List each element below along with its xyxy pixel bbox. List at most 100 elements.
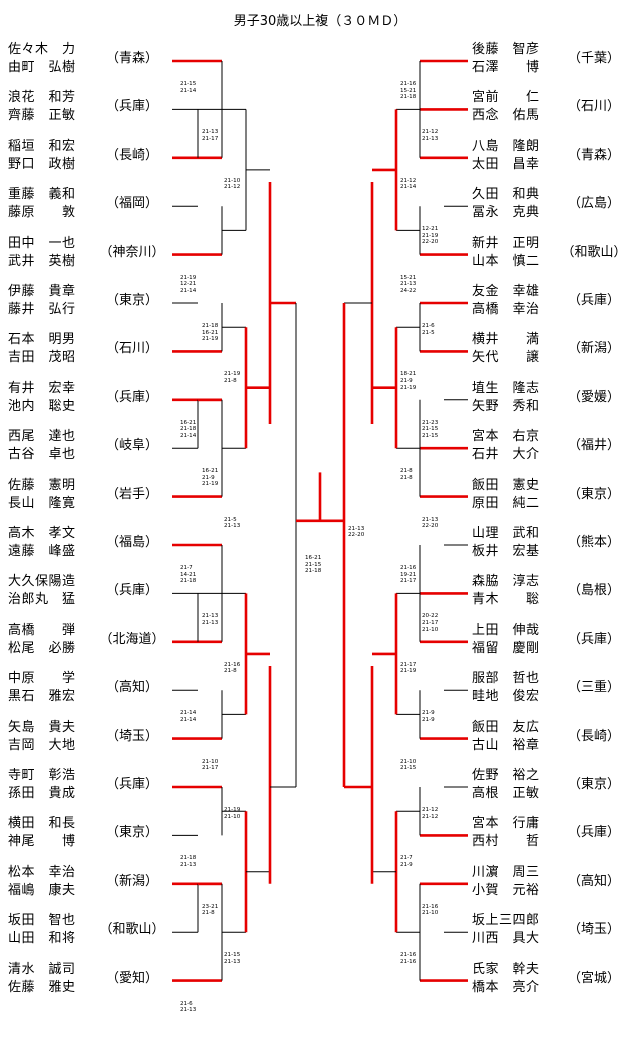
score-line: 21-14	[180, 710, 197, 717]
score-line: 21-16	[400, 952, 417, 959]
left-pair-entry: 高橋 弾松尾 必勝	[8, 622, 84, 658]
score-line: 21-14	[180, 87, 197, 94]
player-name: 高橋 幸治	[472, 302, 540, 317]
score-line: 21-19	[400, 384, 417, 391]
score-line: 21-14	[180, 432, 197, 439]
prefecture-label: （東京）	[567, 777, 620, 792]
player-name: 太田 昌幸	[472, 156, 540, 172]
player-name: 服部 哲也	[472, 671, 540, 687]
score-line: 21-9	[422, 716, 435, 723]
left-pair-entry: 浪花 和芳齊藤 正敏	[8, 89, 84, 125]
player-name: 川濵 周三	[472, 864, 540, 880]
player-name: 藤原 敦	[8, 205, 76, 221]
score-line: 21-18	[400, 94, 417, 101]
prefecture-label: （島根）	[567, 583, 620, 599]
score-line: 21-15	[422, 432, 439, 439]
left-pair-entry: 稲垣 和宏野口 政樹	[8, 138, 84, 174]
player-name: 田中 一也	[8, 235, 76, 251]
score-line: 21-14	[180, 716, 197, 723]
prefecture-label: （高知）	[567, 873, 620, 889]
player-name: 友金 幸雄	[472, 284, 540, 299]
player-name: 久田 和典	[472, 187, 540, 203]
player-name: 古谷 卓也	[8, 447, 76, 463]
player-name: 重藤 義和	[8, 187, 76, 203]
score-line: 21-13	[202, 613, 219, 620]
player-name: 石澤 博	[472, 60, 540, 75]
score-line: 21-6	[422, 323, 435, 329]
score-line: 21-8	[202, 910, 215, 917]
score-line: 22-20	[422, 239, 439, 246]
score-line: 21-19	[224, 371, 241, 378]
prefecture-label: （東京）	[105, 293, 158, 308]
right-pair-entry: 横井 満矢代 譲	[472, 331, 548, 367]
player-name: 伊藤 貴章	[8, 284, 76, 299]
score-line: 21-7	[180, 565, 193, 571]
score-line: 12-21	[180, 281, 197, 288]
right-pair-entry: 八島 隆朗太田 昌幸	[472, 138, 548, 174]
left-pair-entry: 横田 和長神尾 博	[8, 815, 84, 851]
player-name: 孫田 貴成	[8, 786, 76, 801]
score-line: 21-19	[202, 481, 219, 488]
score-line: 21-17	[202, 765, 219, 772]
right-pair-entry: 佐野 裕之高根 正敏	[472, 767, 548, 803]
score-line: 21-13	[224, 958, 241, 965]
player-name: 飯田 友広	[472, 719, 540, 735]
score-line: 15-21	[400, 87, 417, 94]
left-pair-entry: 坂田 智也山田 和将	[8, 912, 84, 948]
player-name: 吉田 茂昭	[8, 350, 76, 366]
player-name: 松本 幸治	[8, 864, 76, 880]
prefecture-label: （和歌山）	[561, 244, 627, 260]
right-pair-entry: 森脇 淳志青木 聡	[472, 573, 548, 609]
player-name: 横田 和長	[8, 816, 76, 832]
prefecture-label: （兵庫）	[105, 389, 158, 405]
player-name: 中原 学	[8, 671, 76, 687]
prefecture-label: （和歌山）	[99, 922, 165, 938]
left-pair-entry: 寺町 彰浩孫田 貴成	[8, 767, 84, 803]
prefecture-label: （福岡）	[105, 196, 158, 212]
score-line: 15-21	[400, 274, 417, 281]
prefecture-label: （宮城）	[567, 970, 620, 986]
left-pair-entry: 松本 幸治福嶋 康夫	[8, 864, 84, 900]
score-line: 21-15	[224, 952, 241, 959]
right-pair-entry: 上田 伸哉福留 慶剛	[472, 622, 548, 658]
right-pair-entry: 久田 和典冨永 克典	[472, 186, 548, 222]
prefecture-label: （兵庫）	[567, 631, 620, 647]
player-name: 長山 隆寛	[8, 495, 76, 511]
player-name: 神尾 博	[8, 834, 76, 850]
right-pair-entry: 埴生 隆志矢野 秀和	[472, 380, 548, 416]
player-name: 有井 宏幸	[8, 380, 76, 396]
right-pair-entry: 服部 哲也畦地 俊宏	[472, 670, 548, 706]
prefecture-label: （長崎）	[567, 728, 620, 744]
score-line: 21-18	[202, 323, 219, 329]
score-line: 21-13	[348, 525, 365, 532]
player-name: 佐藤 雅史	[8, 979, 76, 995]
player-name: 小賀 元裕	[472, 882, 540, 898]
right-pair-entry: 新井 正明山本 慎二	[472, 235, 548, 271]
score-line: 21-10	[202, 758, 219, 765]
prefecture-label: （愛媛）	[567, 389, 620, 405]
left-pair-entry: 大久保陽造治郎丸 猛	[8, 573, 84, 609]
score-line: 21-5	[422, 329, 435, 336]
right-pair-entry: 山理 武和板井 宏基	[472, 525, 548, 561]
score-line: 21-15	[400, 765, 417, 772]
score-line: 21-10	[422, 626, 439, 633]
prefecture-label: （兵庫）	[105, 583, 158, 599]
player-name: 池内 聡史	[8, 398, 76, 414]
score-line: 22-20	[422, 523, 439, 530]
